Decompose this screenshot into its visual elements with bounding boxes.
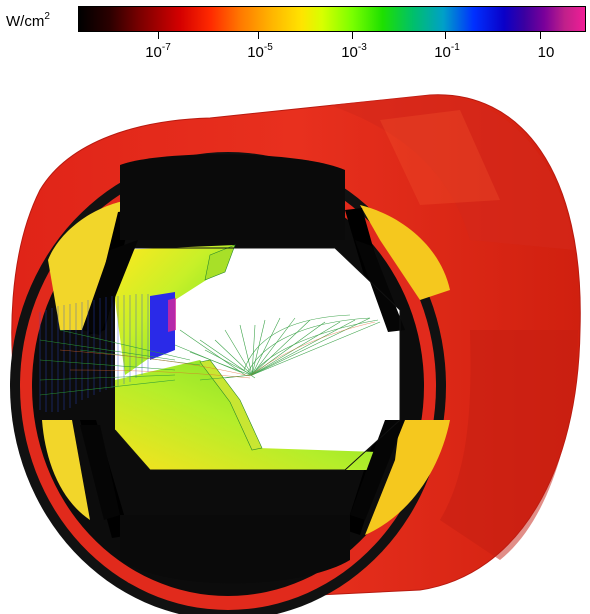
left-yoke <box>48 200 130 330</box>
shell-shade-band <box>440 330 578 560</box>
colorbar-unit-base: W/cm <box>6 13 45 30</box>
left-retainer-lower <box>80 425 120 520</box>
colorbar-tick-label: 10 <box>537 44 555 61</box>
shell-shade-band <box>380 110 500 205</box>
bottom-block <box>120 515 350 584</box>
colorbar-tick <box>258 31 259 39</box>
lower-pole-face <box>115 360 378 470</box>
lower-pole-edge <box>199 359 263 451</box>
left-yoke-lower <box>42 420 90 520</box>
colorbar-tick <box>158 31 159 39</box>
ray-bundle-green <box>39 314 381 396</box>
right-yoke <box>360 205 450 300</box>
colorbar-tick-label: 10-3 <box>341 42 367 61</box>
high-flux-patch-edge <box>168 298 176 332</box>
colorbar-unit-exponent: 2 <box>44 11 50 22</box>
shell-shade-band <box>330 95 575 250</box>
colorbar-tick <box>445 31 446 39</box>
colorbar-unit-label: W/cm2 <box>6 11 50 30</box>
colorbar-tick-label: 10-1 <box>434 42 460 61</box>
colorbar-tick <box>352 31 353 39</box>
colorbar-tick-label: 10-5 <box>247 42 273 61</box>
colorbar-tick-label: 10-7 <box>145 42 171 61</box>
left-retainer-upper <box>82 240 138 335</box>
ray-bundle-orange <box>59 321 376 379</box>
ray-bundle-blue <box>39 294 149 412</box>
bore-rim <box>114 247 401 471</box>
right-retainer-lower <box>350 420 405 520</box>
right-yoke-lower <box>365 420 450 535</box>
right-retainer-upper <box>355 240 405 332</box>
colorbar-tick <box>540 31 541 39</box>
colorbar <box>78 6 586 32</box>
top-block <box>120 154 345 240</box>
